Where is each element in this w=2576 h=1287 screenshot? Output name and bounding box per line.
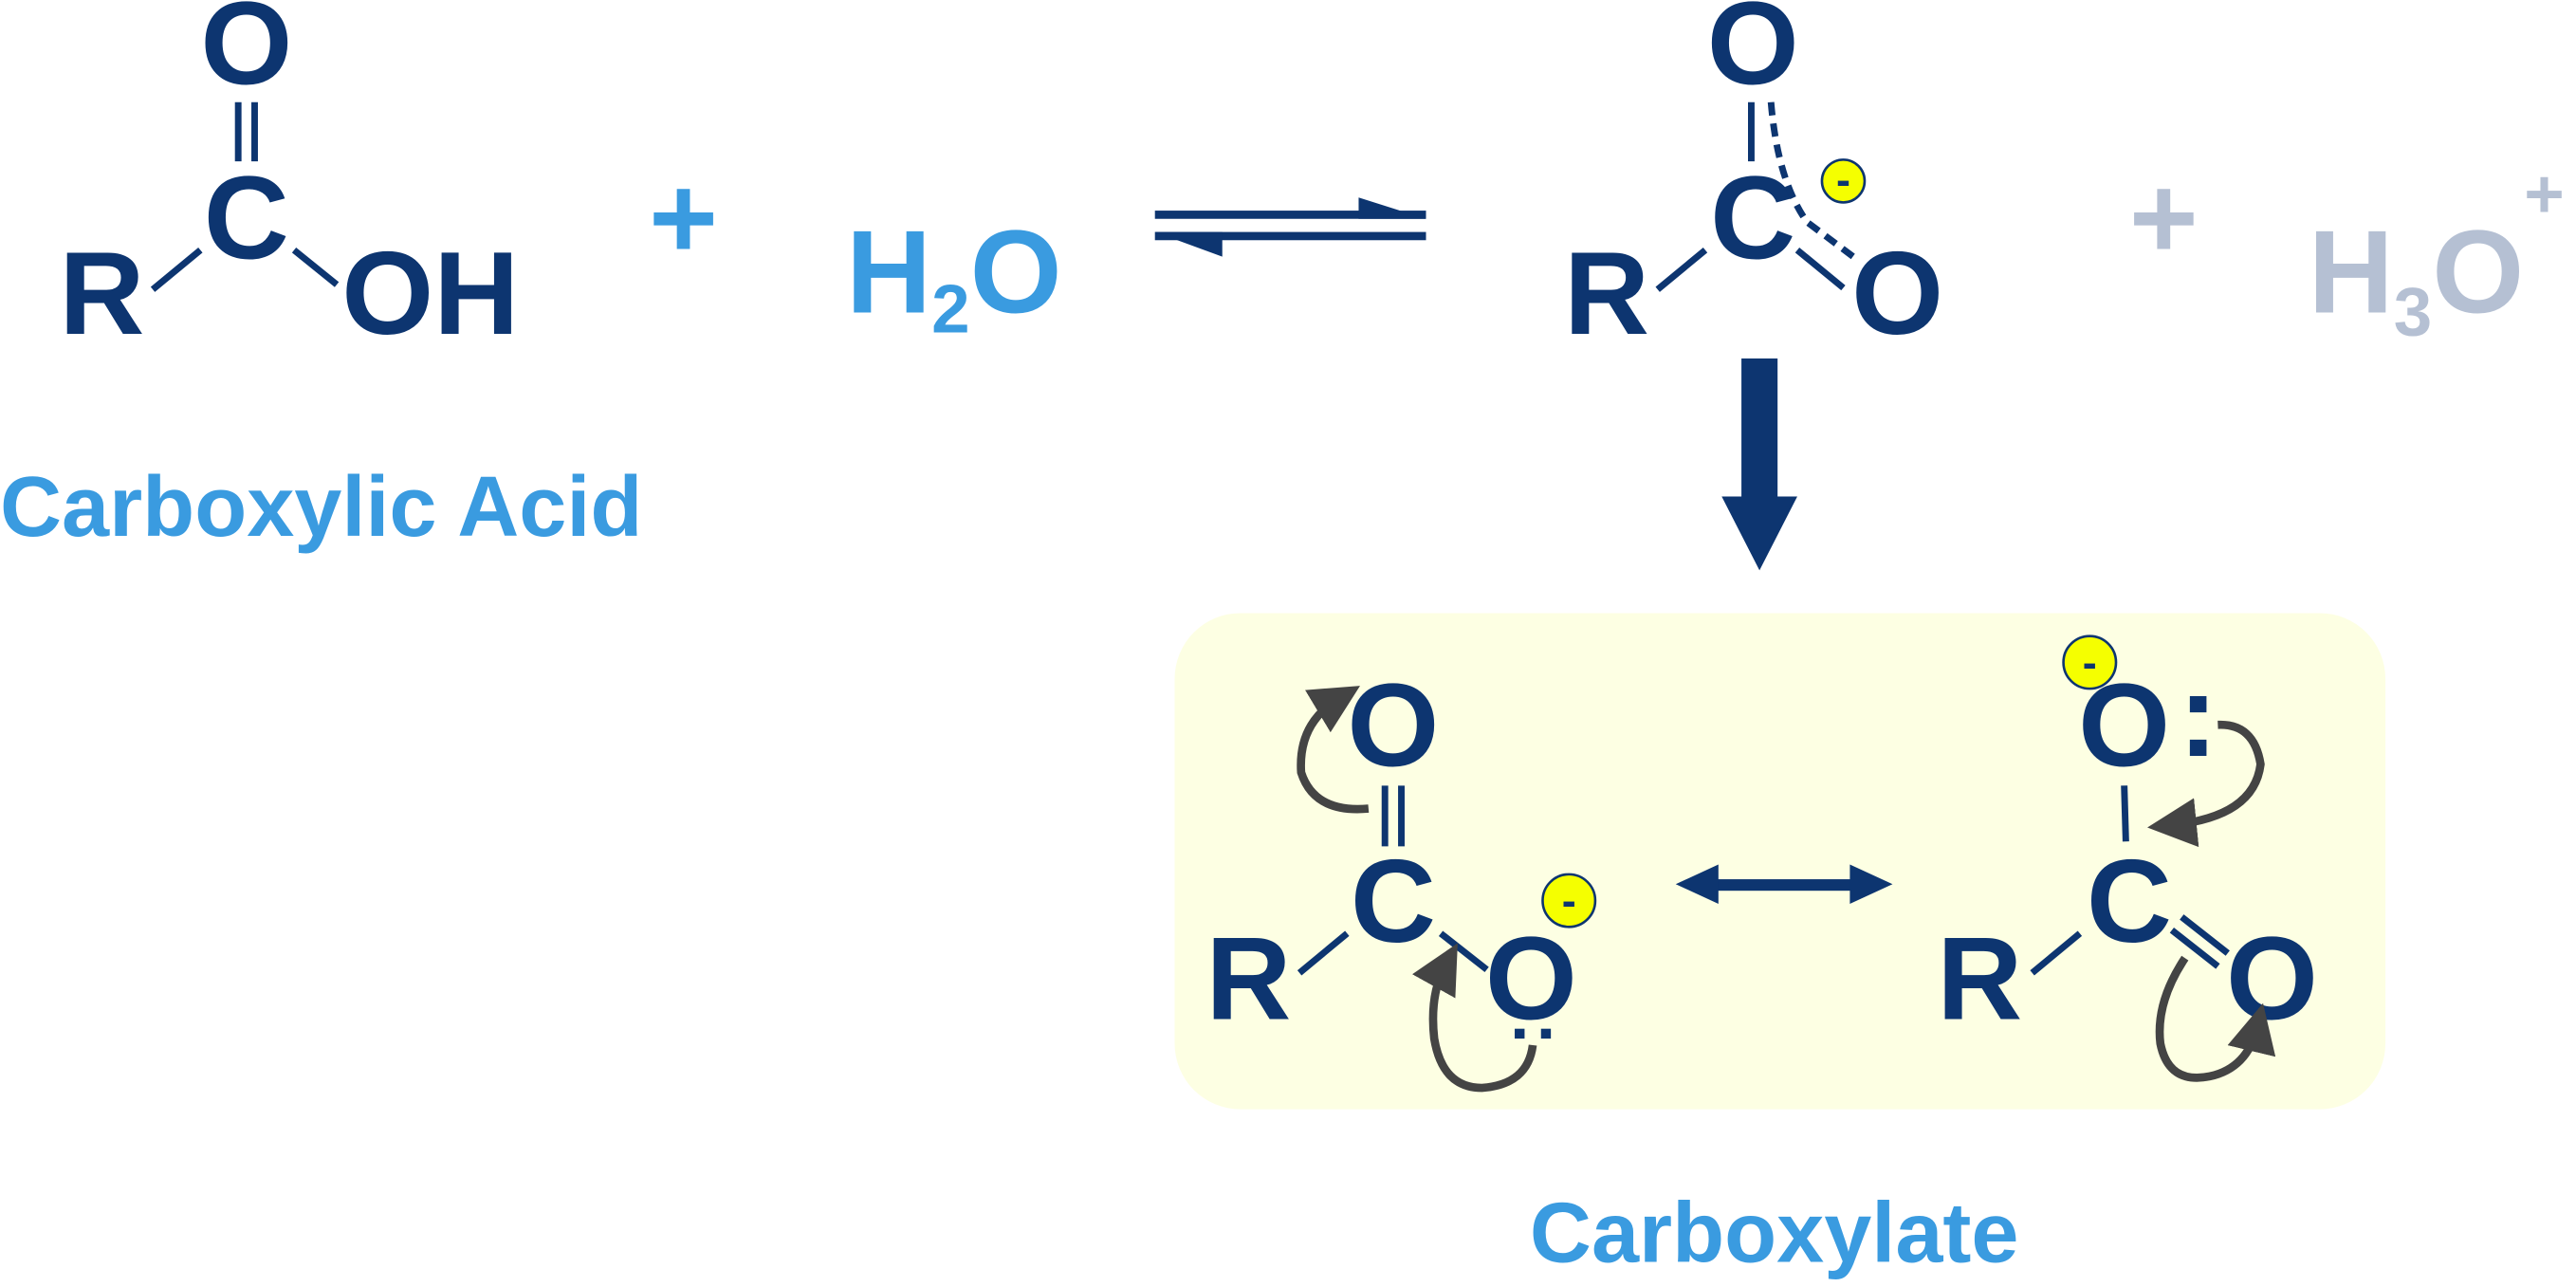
carboxylic-acid-label: Carboxylic Acid: [0, 459, 642, 555]
charge-sign: -: [1562, 876, 1576, 925]
charge-sign: -: [1836, 156, 1850, 204]
atom-o: O: [2226, 912, 2318, 1044]
curved-arrow-icon: [2147, 720, 2265, 848]
carboxylic-acid-structure: O C R OH: [59, 0, 519, 359]
hydronium-charge: +: [2524, 156, 2565, 232]
charge-sign: -: [2083, 638, 2097, 687]
atom-r: R: [1205, 912, 1291, 1044]
resonance-structure-right: - O : C R O: [1937, 634, 2318, 1082]
negative-charge-icon: [1541, 873, 1597, 928]
plus-sign-product: +: [2129, 152, 2199, 284]
delocalized-bond: [1767, 101, 1855, 260]
atom-o-top: O: [200, 0, 292, 110]
atom-c: C: [2087, 836, 2172, 967]
negative-charge-icon: [1820, 158, 1867, 204]
hydroxyl-group: OH: [341, 228, 519, 359]
hydronium-subscript: 3: [2394, 274, 2432, 351]
atom-r: R: [59, 228, 144, 359]
double-bond-line: [2180, 914, 2230, 956]
carboxylate-anion-structure: O C R O -: [1564, 0, 1943, 359]
resonance-structure-left: O C R O -: [1205, 660, 1597, 1093]
bond-c-o: [1794, 247, 1846, 291]
plus-sign: +: [649, 152, 718, 284]
bond-r-c: [2030, 930, 2083, 976]
atom-o: O: [341, 228, 433, 359]
bond-r-c: [1297, 930, 1350, 976]
atom-c: C: [204, 152, 289, 284]
bond-c-o: [291, 247, 340, 287]
atom-r: R: [1564, 228, 1649, 359]
double-bond-line: [2169, 928, 2220, 969]
resonance-double-arrow: [1675, 864, 1893, 905]
lone-pair-dot: [1515, 1028, 1525, 1039]
hydronium-h: H: [2309, 206, 2394, 338]
atom-o-top: O: [1707, 0, 1799, 110]
water-subscript: 2: [931, 270, 969, 347]
atom-c: C: [1351, 836, 1436, 967]
atom-o: O: [1851, 228, 1943, 359]
curved-arrow-icon: [1411, 943, 1537, 1093]
bond-c-o: [1438, 930, 1489, 973]
atom-h: H: [433, 228, 519, 359]
equilibrium-arrow: [1154, 197, 1426, 257]
curved-arrow-icon: [1297, 686, 1370, 814]
curved-arrow-icon: [2155, 955, 2276, 1082]
atom-o-top: O: [1347, 660, 1439, 792]
negative-charge-icon: [2062, 634, 2118, 690]
bond-r-c: [150, 247, 203, 292]
lone-pair-dot: [1540, 1028, 1552, 1039]
hydronium-formula: H3O+: [2309, 156, 2565, 351]
atom-r: R: [1937, 912, 2022, 1044]
carboxylate-label: Carboxylate: [1530, 1186, 2019, 1281]
atom-o-top: O: [2078, 660, 2170, 792]
down-arrow: [1721, 358, 1797, 571]
water-h: H: [846, 206, 931, 338]
bond-c-o-top: [2121, 785, 2129, 842]
water-formula: H2O: [846, 206, 1062, 347]
bond-r-c: [1655, 247, 1708, 292]
water-o: O: [970, 206, 1062, 338]
lone-pair: :: [2179, 650, 2218, 781]
atom-o: O: [1485, 912, 1577, 1044]
hydronium-o: O: [2432, 206, 2524, 338]
resonance-box: [1174, 613, 2386, 1110]
